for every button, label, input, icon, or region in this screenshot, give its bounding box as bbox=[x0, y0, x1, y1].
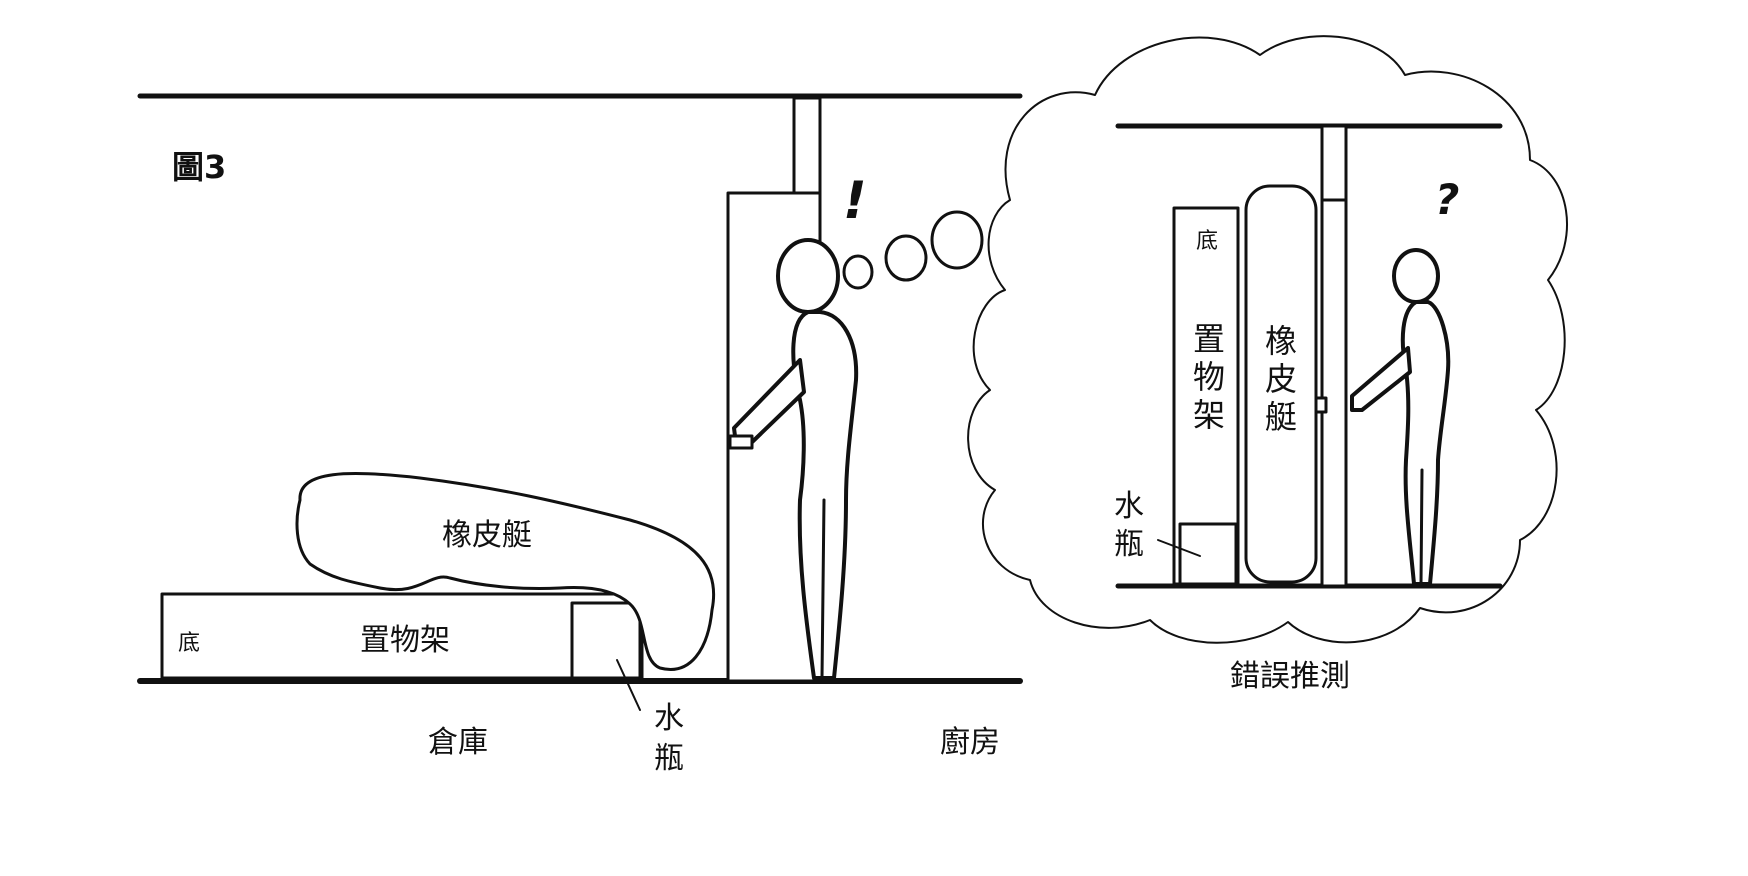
cloud-raft-char-1: 橡 bbox=[1265, 322, 1297, 360]
left-figure-body bbox=[791, 310, 859, 680]
cloud-bottle-leader-line bbox=[1157, 539, 1201, 557]
standing-raft bbox=[1244, 184, 1318, 584]
figure-label: 圖3 bbox=[172, 148, 226, 186]
water-bottle-box bbox=[570, 601, 642, 680]
cloud-shelf-bottom-label: 底 bbox=[1196, 229, 1218, 254]
bottle-label-line1: 水 bbox=[654, 701, 684, 736]
thought-caption: 錯誤推測 bbox=[1230, 659, 1350, 694]
right-figure-arm bbox=[1350, 346, 1412, 412]
right-stick-figure bbox=[1350, 248, 1451, 586]
thought-bubble-small bbox=[842, 254, 874, 290]
cloud-raft-char-3: 艇 bbox=[1265, 398, 1297, 436]
cloud-bottle-label-line2: 瓶 bbox=[1114, 527, 1144, 562]
cloud-bottle-label-line1: 水 bbox=[1114, 489, 1144, 524]
bottle-label-line2: 瓶 bbox=[654, 741, 684, 776]
left-figure-head bbox=[776, 238, 840, 314]
exclamation-mark: ! bbox=[843, 171, 867, 231]
rubber-raft-blob bbox=[295, 472, 716, 671]
thought-bubble-large bbox=[930, 210, 984, 270]
bottle-leader-line bbox=[616, 659, 641, 711]
thought-cloud-scene: ? 底 置 物 架 橡 皮 艇 水 瓶 錯誤推測 bbox=[967, 35, 1568, 694]
kitchen-label: 廚房 bbox=[940, 725, 1000, 760]
left-stick-figure bbox=[728, 238, 859, 680]
question-mark: ? bbox=[1435, 175, 1459, 224]
raft-label: 橡皮艇 bbox=[442, 518, 532, 553]
shelf-label: 置物架 bbox=[360, 623, 450, 658]
thought-bubble-medium bbox=[884, 234, 928, 282]
cloud-water-bottle-box bbox=[1178, 522, 1238, 586]
right-figure-head bbox=[1392, 248, 1440, 304]
standing-shelf bbox=[1172, 206, 1240, 586]
cloud-shelf-char-3: 架 bbox=[1193, 396, 1225, 434]
left-scene: 圖3 橡皮艇 置物架 底 水 瓶 倉庫 廚房 ! bbox=[137, 93, 1023, 776]
left-figure-hand bbox=[728, 434, 754, 450]
shelf-bottom-label: 底 bbox=[178, 631, 200, 656]
storeroom-label: 倉庫 bbox=[428, 725, 488, 760]
left-figure-leg-split bbox=[820, 498, 826, 680]
cloud-door-frame bbox=[1320, 124, 1348, 588]
left-ceiling-pipe bbox=[792, 96, 822, 196]
cloud-raft-char-2: 皮 bbox=[1265, 360, 1297, 398]
shelf-lying bbox=[160, 592, 644, 680]
cloud-shelf-char-1: 置 bbox=[1193, 320, 1225, 358]
cloud-shelf-char-2: 物 bbox=[1193, 358, 1225, 396]
right-figure-leg-split bbox=[1419, 468, 1424, 586]
